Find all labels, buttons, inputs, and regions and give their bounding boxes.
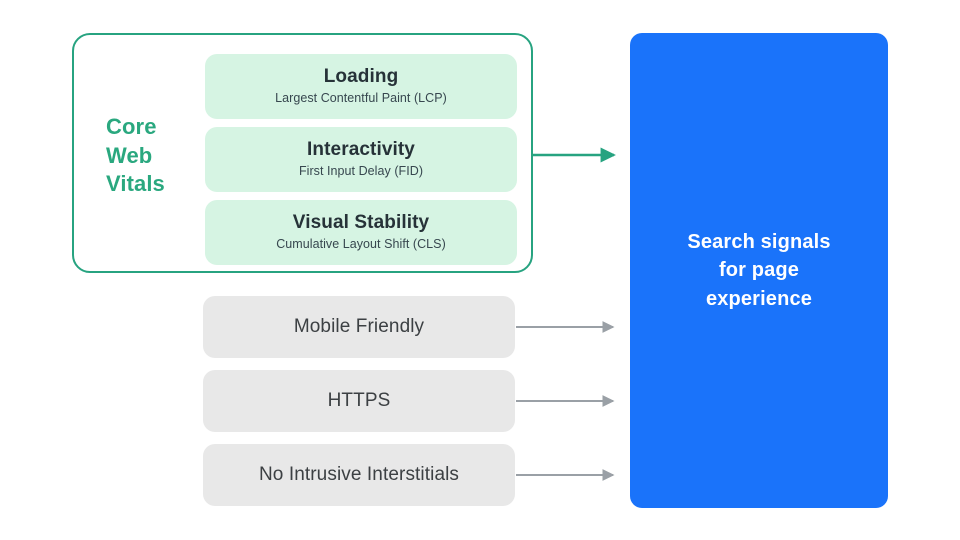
signal-box-label: HTTPS <box>327 390 391 411</box>
core-web-vitals-label: Core Web Vitals <box>106 113 196 199</box>
metric-card-loading[interactable]: Loading Largest Contentful Paint (LCP) <box>205 54 517 119</box>
metric-title: Loading <box>323 66 399 88</box>
metric-subtitle: Cumulative Layout Shift (CLS) <box>276 237 446 252</box>
signal-box-label: No Intrusive Interstitials <box>258 464 460 485</box>
metric-title: Visual Stability <box>292 212 430 234</box>
search-signals-outcome-box[interactable]: Search signals for page experience <box>630 33 888 508</box>
signal-box-mobile-friendly[interactable]: Mobile Friendly <box>203 296 515 358</box>
metric-subtitle: Largest Contentful Paint (LCP) <box>275 91 447 106</box>
core-web-vitals-label-line-1: Core <box>106 114 157 139</box>
signal-box-label: Mobile Friendly <box>293 316 425 337</box>
core-web-vitals-label-line-3: Vitals <box>106 171 165 197</box>
metric-card-visual-stability[interactable]: Visual Stability Cumulative Layout Shift… <box>205 200 517 265</box>
search-signals-outcome-label: Search signals for page experience <box>687 230 831 310</box>
metric-title: Interactivity <box>307 139 415 161</box>
signal-box-no-intrusive-interstitials[interactable]: No Intrusive Interstitials <box>203 444 515 506</box>
core-web-vitals-metric-list: Loading Largest Contentful Paint (LCP) I… <box>205 54 517 265</box>
metric-subtitle: First Input Delay (FID) <box>298 164 424 179</box>
metric-card-interactivity[interactable]: Interactivity First Input Delay (FID) <box>205 127 517 192</box>
core-web-vitals-group: Core Web Vitals Loading Largest Contentf… <box>72 33 533 273</box>
signal-box-https[interactable]: HTTPS <box>203 370 515 432</box>
core-web-vitals-label-line-2: Web <box>106 142 153 168</box>
